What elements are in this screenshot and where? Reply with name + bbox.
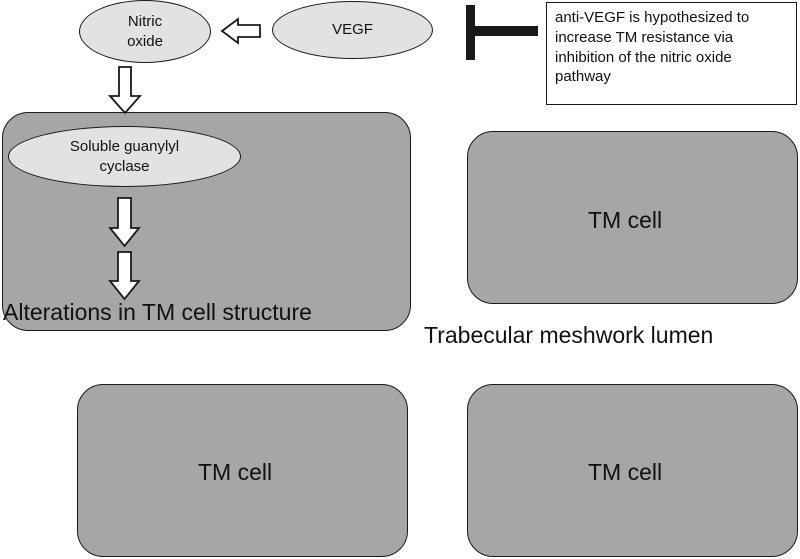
guanylyl-cyclase-line-2: cyclase: [99, 157, 150, 175]
arrow-sgc-to-step: [108, 197, 141, 248]
tm-cell-top-right: TM cell: [467, 131, 798, 304]
tm-cell-label: TM cell: [198, 459, 273, 485]
arrow-no-to-sgc: [108, 66, 142, 115]
hypothesis-note: anti-VEGF is hypothesized to increase TM…: [546, 2, 797, 105]
vegf-node: VEGF: [272, 1, 433, 59]
nitric-oxide-line-1: Nitric: [127, 13, 163, 30]
inhibition-bar-icon: [466, 5, 538, 60]
guanylyl-cyclase-line-1: Soluble guanylyl: [69, 138, 180, 155]
tm-cell-label: TM cell: [588, 207, 663, 233]
tm-cell-label: TM cell: [588, 459, 663, 485]
tm-cell-bottom-left: TM cell: [77, 384, 408, 557]
guanylyl-cyclase-node: Soluble guanylyl cyclase: [8, 126, 241, 187]
nitric-oxide-node: Nitric oxide: [79, 0, 211, 63]
tm-cell-bottom-right: TM cell: [467, 384, 798, 557]
nitric-oxide-line-2: oxide: [127, 32, 163, 50]
vegf-label: VEGF: [332, 21, 373, 39]
lumen-label: Trabecular meshwork lumen: [424, 322, 714, 348]
alterations-label: Alterations in TM cell structure: [3, 299, 312, 325]
arrow-step-to-alterations: [108, 251, 141, 301]
arrow-vegf-to-no: [220, 17, 261, 45]
